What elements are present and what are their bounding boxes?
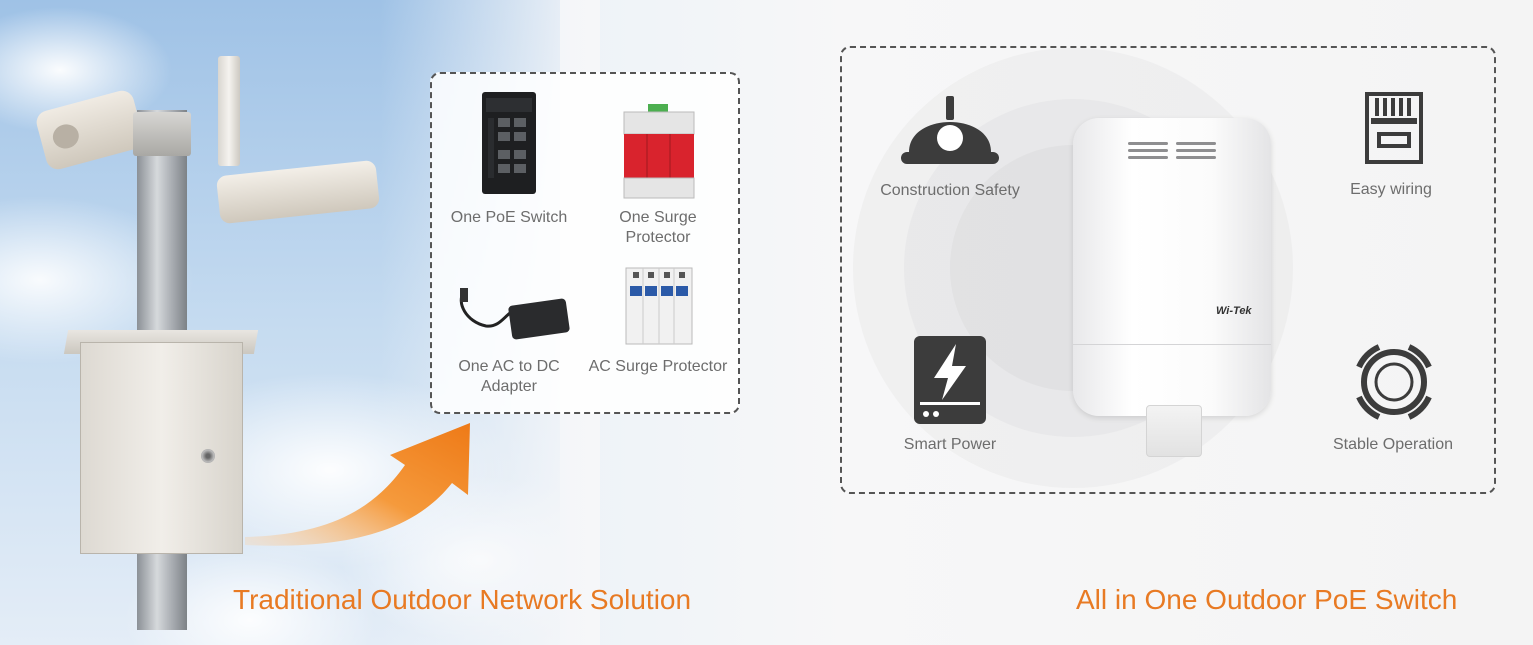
device-brand-logo: Wi-Tek: [1216, 305, 1252, 317]
vent-slot: [1128, 149, 1168, 152]
vent-slot: [1128, 142, 1168, 145]
ac-surge-protector-image: [625, 267, 693, 345]
item-label-surge-protector: One Surge Protector: [619, 209, 697, 246]
hard-hat-icon: [901, 96, 999, 164]
poe-switch-image: [482, 92, 536, 194]
power-bolt-icon: [914, 336, 986, 424]
cabinet-lock: [201, 449, 215, 463]
rj45-connector-icon: [1365, 92, 1423, 164]
junction-box: [133, 112, 191, 156]
stability-ring-icon: [1356, 344, 1432, 420]
outdoor-poe-switch-image: [1073, 118, 1271, 416]
vent-slot: [1176, 149, 1216, 152]
feature-label-construction-safety: Construction Safety: [880, 182, 1020, 199]
device-mount-bracket: [1146, 405, 1202, 457]
item-label-poe-switch: One PoE Switch: [450, 209, 568, 226]
all-in-one-box: [840, 46, 1496, 494]
surge-protector-image: [623, 104, 695, 199]
orange-arrow-icon: [245, 423, 470, 546]
vent-slot: [1176, 142, 1216, 145]
item-label-ac-dc-adapter: One AC to DC Adapter: [458, 358, 560, 395]
outdoor-cabinet: [80, 342, 243, 554]
feature-label-easy-wiring: Easy wiring: [1350, 181, 1432, 198]
ac-dc-adapter-image: [459, 288, 570, 340]
antenna-panel: [218, 56, 240, 166]
all-in-one-title: All in One Outdoor PoE Switch: [1076, 584, 1458, 615]
vent-slot: [1176, 156, 1216, 159]
item-label-ac-surge-protector: AC Surge Protector: [588, 358, 728, 375]
feature-label-smart-power: Smart Power: [903, 436, 997, 453]
traditional-solution-title: Traditional Outdoor Network Solution: [233, 584, 692, 615]
feature-label-stable-operation: Stable Operation: [1332, 436, 1454, 453]
vent-slot: [1128, 156, 1168, 159]
